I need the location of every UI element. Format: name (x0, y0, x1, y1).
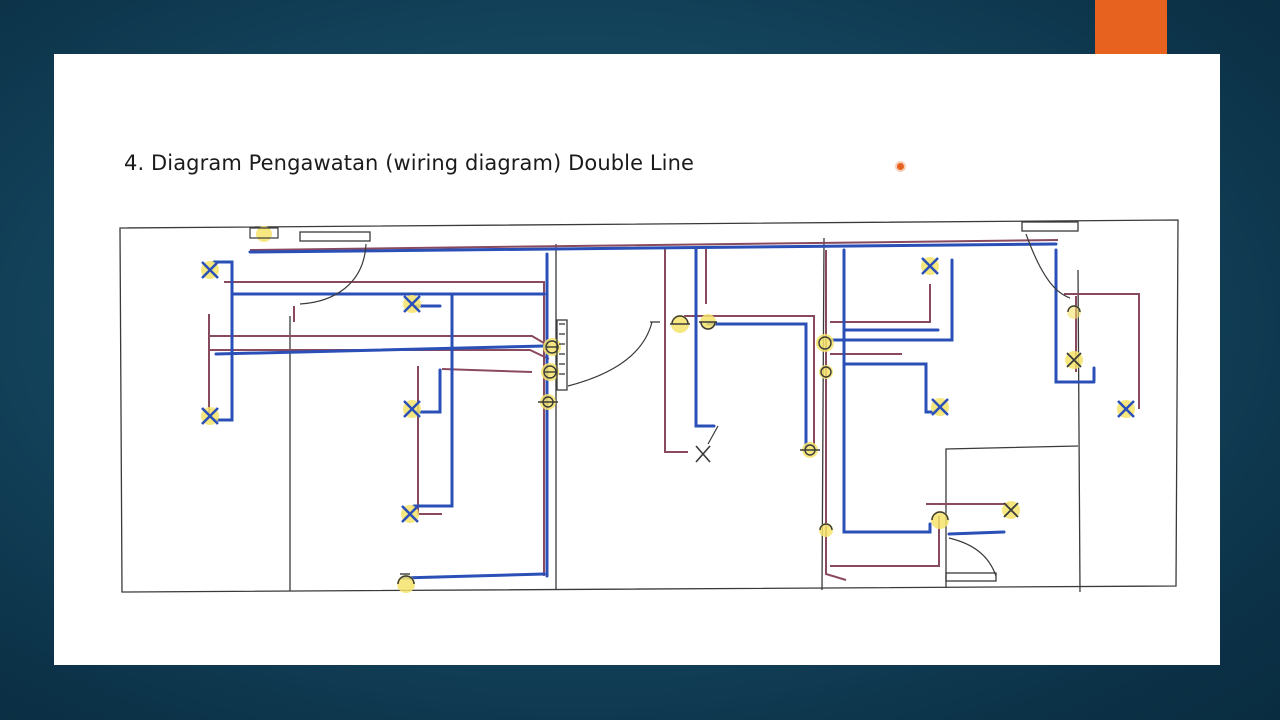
phase-wires (212, 242, 1096, 580)
lamp-11-icon (1065, 351, 1083, 369)
slide-title: 4. Diagram Pengawatan (wiring diagram) D… (124, 151, 695, 175)
neutral-wires (208, 239, 1140, 581)
lamp-1-icon (201, 261, 219, 279)
socket-11-icon (931, 511, 949, 529)
lamp-10-icon (1002, 501, 1020, 519)
socket-7-icon (816, 334, 834, 352)
panel-boxes (299, 221, 1079, 582)
lamps (201, 226, 1135, 523)
socket-4-icon (670, 315, 690, 333)
wiring-diagram (119, 219, 1179, 593)
laser-pointer-dot (897, 163, 904, 170)
building-outline (119, 219, 1179, 593)
socket-1-icon (543, 338, 561, 356)
sockets (397, 305, 1081, 593)
slide-panel: 4. Diagram Pengawatan (wiring diagram) D… (54, 54, 1220, 665)
socket-5-icon (699, 314, 717, 330)
lamp-8-icon (931, 398, 949, 416)
socket-10-icon (1067, 305, 1081, 319)
lamp-2-icon (201, 407, 219, 425)
socket-9-icon (819, 523, 833, 537)
lamp-4-icon (403, 400, 421, 418)
lamp-7-icon (921, 257, 939, 275)
socket-3-icon (538, 394, 558, 410)
socket-12-icon (397, 573, 415, 593)
socket-2-icon (541, 363, 559, 381)
socket-6-icon (800, 442, 820, 458)
lamp-6-icon (695, 445, 711, 463)
leader-lines (299, 233, 1071, 577)
lamp-5-icon (401, 505, 419, 523)
lamp-3-icon (403, 295, 421, 313)
orange-accent-tab (1095, 0, 1167, 54)
socket-8-icon (819, 365, 833, 379)
lamp-12-icon (249, 226, 279, 242)
lamp-9-icon (1117, 400, 1135, 418)
